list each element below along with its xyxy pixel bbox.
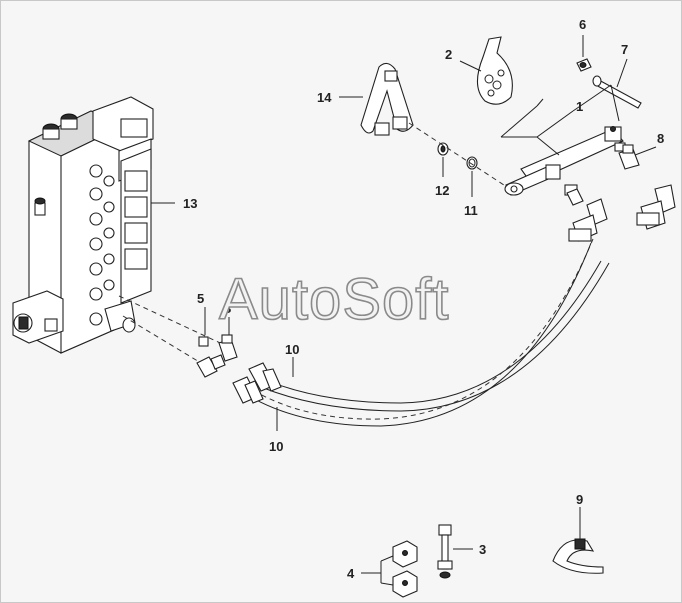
callout-12: 12 bbox=[435, 183, 449, 198]
callout-11: 11 bbox=[464, 203, 478, 218]
callout-9: 9 bbox=[576, 492, 583, 507]
bracket-14 bbox=[360, 62, 414, 136]
hose-end-right-upper bbox=[568, 198, 608, 242]
callout-10-upper: 10 bbox=[285, 342, 299, 357]
callout-5: 5 bbox=[197, 291, 204, 306]
washer-12 bbox=[437, 142, 449, 156]
callout-8-upper: 8 bbox=[657, 131, 664, 146]
nut-6 bbox=[576, 58, 592, 72]
callout-1: 1 bbox=[576, 99, 583, 114]
fitting-8-upper bbox=[618, 144, 640, 170]
washer-11 bbox=[466, 156, 478, 170]
fitting-pair-left bbox=[196, 354, 226, 378]
callout-6: 6 bbox=[579, 17, 586, 32]
control-valve-block bbox=[12, 96, 154, 354]
callout-4: 4 bbox=[347, 566, 355, 581]
pin-7 bbox=[592, 75, 642, 109]
dashed-axis-line bbox=[408, 122, 508, 188]
dashed-line-valve-to-fitting-upper bbox=[118, 295, 232, 349]
callout-2: 2 bbox=[445, 47, 452, 62]
hardware-bag-2 bbox=[476, 36, 513, 105]
bolt-3 bbox=[437, 524, 453, 579]
hose-end-right-lower bbox=[636, 184, 676, 230]
callout-14: 14 bbox=[317, 90, 332, 105]
callout-13: 13 bbox=[183, 196, 197, 211]
callout-8-lower: 8 bbox=[224, 301, 231, 316]
hose-10-upper bbox=[248, 260, 610, 412]
nut-blocks-4 bbox=[392, 540, 418, 598]
callout-10-lower: 10 bbox=[269, 439, 283, 454]
watermark-text: AutoSoft bbox=[219, 267, 449, 332]
fitting-8-lower bbox=[218, 334, 238, 362]
hydraulic-cylinder bbox=[504, 126, 626, 206]
callout-7: 7 bbox=[621, 42, 628, 57]
callout-3: 3 bbox=[479, 542, 486, 557]
fitting-5 bbox=[198, 336, 209, 347]
leader-lines bbox=[151, 35, 657, 586]
hose-10-lower bbox=[232, 238, 594, 427]
cable-tie-9 bbox=[552, 538, 604, 574]
dashed-line-valve-to-fitting-lower bbox=[122, 315, 207, 367]
